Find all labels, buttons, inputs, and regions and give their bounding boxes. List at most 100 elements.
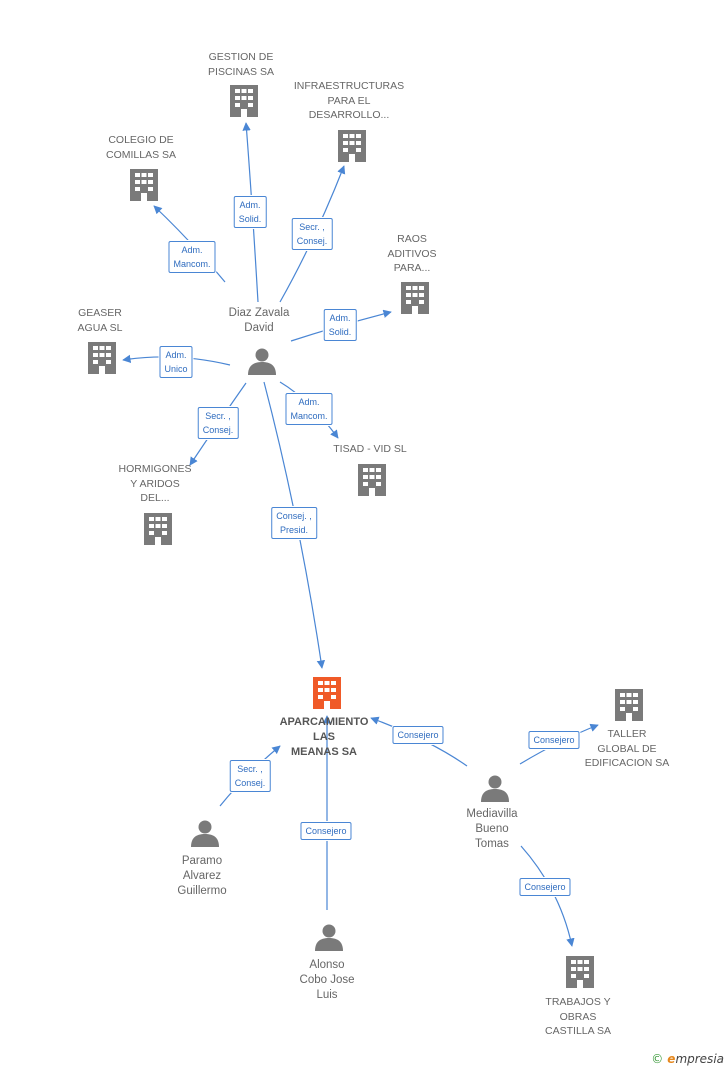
role-badge-diaz-infra[interactable]: Secr. , Consej.: [291, 218, 333, 250]
node-label-line: INFRAESTRUCTURAS: [293, 80, 405, 92]
node-label-aparc[interactable]: APARCAMIENTO LAS MEANAS SA: [280, 715, 369, 760]
role-badge-diaz-gestion[interactable]: Adm.Solid.: [233, 196, 267, 228]
role-badge-line: Adm.: [181, 245, 203, 255]
building-icon-taller[interactable]: [615, 689, 643, 721]
node-label-line: GEASER: [78, 307, 122, 319]
node-label-line: Paramo: [181, 855, 223, 867]
node-label-line: TALLER: [607, 728, 647, 740]
role-badge-line: Presid.: [279, 525, 308, 535]
node-label-tisad[interactable]: TISAD - VID SL: [333, 442, 407, 457]
role-badge-line: Mancom.: [173, 259, 211, 269]
node-label-line: Guillermo: [177, 885, 227, 897]
building-icon-hormigones[interactable]: [144, 513, 172, 545]
building-icon-aparc[interactable]: [313, 677, 341, 709]
role-badge-line: Secr. ,: [237, 764, 263, 774]
node-label-line: Alvarez: [182, 870, 222, 882]
role-badge-line: Mancom.: [290, 411, 328, 421]
building-icon-trabajos[interactable]: [566, 956, 594, 988]
node-label-line: Tomas: [475, 838, 509, 850]
node-label-line: Alonso: [309, 959, 345, 971]
role-badge-line: Adm.: [298, 397, 320, 407]
node-label-line: Luis: [316, 989, 338, 1001]
role-badge-line: Adm.: [239, 200, 261, 210]
node-label-geaser[interactable]: GEASER AGUA SL: [78, 306, 123, 335]
node-label-line: APARCAMIENTO: [279, 716, 369, 728]
node-label-line: DEL...: [140, 492, 170, 504]
node-label-line: David: [244, 322, 274, 334]
building-icon-infra[interactable]: [338, 130, 366, 162]
node-label-line: LAS: [312, 731, 335, 743]
copyright-icon: ©: [651, 1052, 664, 1066]
role-badge-line: Secr. ,: [205, 411, 231, 421]
node-label-line: MEANAS SA: [290, 746, 358, 758]
person-icon-paramo[interactable]: [191, 820, 219, 848]
role-badge-line: Consej.: [202, 425, 234, 435]
role-badge-diaz-tisad[interactable]: Adm. Mancom.: [285, 393, 333, 425]
role-badge-line: Consej.: [296, 236, 328, 246]
role-badge-line: Consej. ,: [276, 511, 312, 521]
node-label-line: HORMIGONES: [118, 463, 192, 475]
role-badge-line: Adm.: [329, 313, 351, 323]
node-label-line: Diaz Zavala: [228, 307, 290, 319]
role-badge-paramo-aparc[interactable]: Secr. ,Consej.: [229, 760, 271, 792]
node-label-line: AGUA SL: [77, 321, 123, 334]
node-label-line: Cobo Jose: [299, 974, 355, 986]
node-label-line: RAOS: [397, 233, 427, 245]
node-label-line: PARA EL: [327, 94, 371, 107]
node-label-hormigones[interactable]: HORMIGONES Y ARIDOS DEL...: [119, 462, 192, 506]
node-label-line: PISCINAS SA: [208, 65, 274, 78]
role-badge-line: Consejero: [524, 882, 566, 892]
person-icon-mediavilla[interactable]: [481, 775, 509, 803]
node-label-line: GLOBAL DE: [597, 742, 657, 755]
node-label-line: Bueno: [475, 823, 509, 835]
edge-mediavilla-to-trabajos: [520, 845, 575, 947]
role-badge-mediavilla-taller[interactable]: Consejero: [528, 731, 580, 749]
role-badge-mediavilla-trabajos[interactable]: Consejero: [519, 878, 571, 896]
node-label-trabajos[interactable]: TRABAJOS Y OBRAS CASTILLA SA: [545, 995, 611, 1039]
node-label-line: COMILLAS SA: [105, 148, 177, 161]
node-label-line: PARA...: [393, 262, 431, 274]
node-label-line: TISAD - VID SL: [333, 443, 407, 455]
role-badge-diaz-aparc[interactable]: Consej. , Presid.: [271, 507, 317, 539]
node-label-line: CASTILLA SA: [545, 1025, 611, 1037]
building-icon-gestion[interactable]: [230, 85, 258, 117]
role-badge-diaz-hormigones[interactable]: Secr. , Consej.: [197, 407, 239, 439]
node-label-gestion[interactable]: GESTION DE PISCINAS SA: [208, 50, 274, 79]
node-label-line: DESARROLLO...: [308, 109, 390, 121]
role-badge-line: Consejero: [305, 826, 347, 836]
node-label-line: Y ARIDOS: [130, 477, 180, 490]
node-label-line: TRABAJOS Y: [545, 996, 611, 1008]
empresia-logo[interactable]: ©empresia: [651, 1052, 724, 1066]
role-badge-line: Unico: [164, 364, 188, 374]
role-badge-mediavilla-aparc[interactable]: Consejero: [392, 726, 444, 744]
brand-name: mpresia: [675, 1052, 724, 1066]
node-label-taller[interactable]: TALLER GLOBAL DE EDIFICACION SA: [585, 727, 670, 771]
role-badge-diaz-geaser[interactable]: Adm. Unico: [159, 346, 193, 378]
node-label-line: OBRAS: [559, 1010, 597, 1023]
node-label-line: EDIFICACION SA: [584, 757, 670, 769]
role-badge-line: Consejero: [533, 735, 575, 745]
role-badge-line: Adm.: [165, 350, 187, 360]
node-label-line: ADITIVOS: [387, 247, 437, 260]
building-icon-raos[interactable]: [401, 282, 429, 314]
role-badge-diaz-colegio[interactable]: Adm. Mancom.: [168, 241, 216, 273]
building-icon-colegio[interactable]: [130, 169, 158, 201]
node-label-line: COLEGIO DE: [108, 134, 174, 146]
node-label-line: Mediavilla: [466, 808, 518, 820]
role-badge-line: Secr. ,: [299, 222, 325, 232]
role-badge-diaz-raos[interactable]: Adm. Solid.: [323, 309, 357, 341]
person-icon-diaz[interactable]: [248, 348, 276, 376]
building-icon-tisad[interactable]: [358, 464, 386, 496]
role-badge-alonso-aparc[interactable]: Consejero: [300, 822, 352, 840]
node-label-raos[interactable]: RAOS ADITIVOS PARA...: [387, 232, 436, 276]
node-label-colegio[interactable]: COLEGIO DE COMILLAS SA: [106, 133, 176, 162]
person-icon-alonso[interactable]: [315, 924, 343, 952]
node-label-line: GESTION DE: [208, 51, 274, 63]
building-icon-geaser[interactable]: [88, 342, 116, 374]
role-badge-line: Solid.: [328, 327, 352, 337]
node-label-infra[interactable]: INFRAESTRUCTURAS PARA EL DESARROLLO...: [294, 79, 404, 123]
